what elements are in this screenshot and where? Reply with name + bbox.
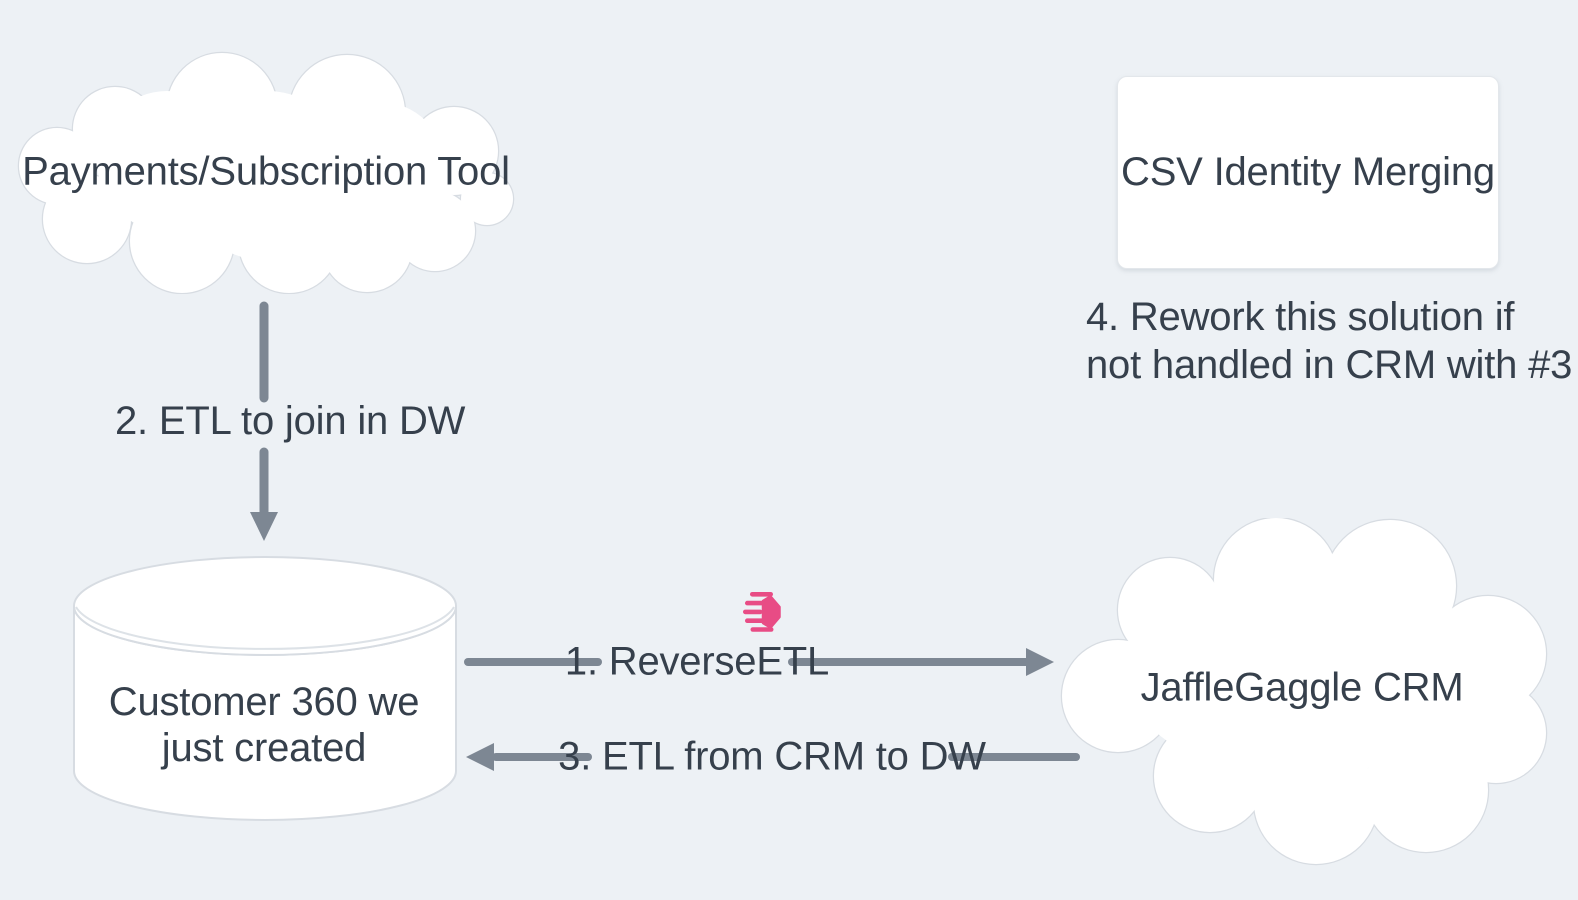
csv-merging-label: CSV Identity Merging: [1121, 150, 1495, 194]
edge-label-etl-to-join: 2. ETL to join in DW: [115, 399, 466, 443]
rework-note-line2: not handled in CRM with #3: [1086, 343, 1573, 387]
csv-merging-card: CSV Identity Merging: [1117, 76, 1499, 269]
edge-label-etl-from-crm: 3. ETL from CRM to DW: [558, 734, 986, 779]
warehouse-label-line2: just created: [161, 726, 367, 770]
reverse-etl-arrow: [464, 648, 1054, 676]
crm-to-dw-arrow: [466, 743, 1080, 771]
edge-label-reverse-etl: 1. ReverseETL: [564, 639, 830, 684]
rework-note-line1: 4. Rework this solution if: [1086, 295, 1515, 339]
crm-cloud-label: JaffleGaggle CRM: [1140, 665, 1464, 710]
warehouse-cylinder-label: Customer 360 we just created: [108, 679, 420, 771]
hightouch-logo-icon: [743, 592, 781, 632]
warehouse-label-line1: Customer 360 we: [108, 680, 420, 724]
crm-cloud-shape: [1060, 518, 1548, 866]
payments-cloud-label: Payments/Subscription Tool: [22, 149, 510, 194]
rework-note: 4. Rework this solution if not handled i…: [1086, 293, 1572, 389]
payments-cloud-shape: [17, 51, 515, 294]
down-arrow: [250, 301, 278, 541]
